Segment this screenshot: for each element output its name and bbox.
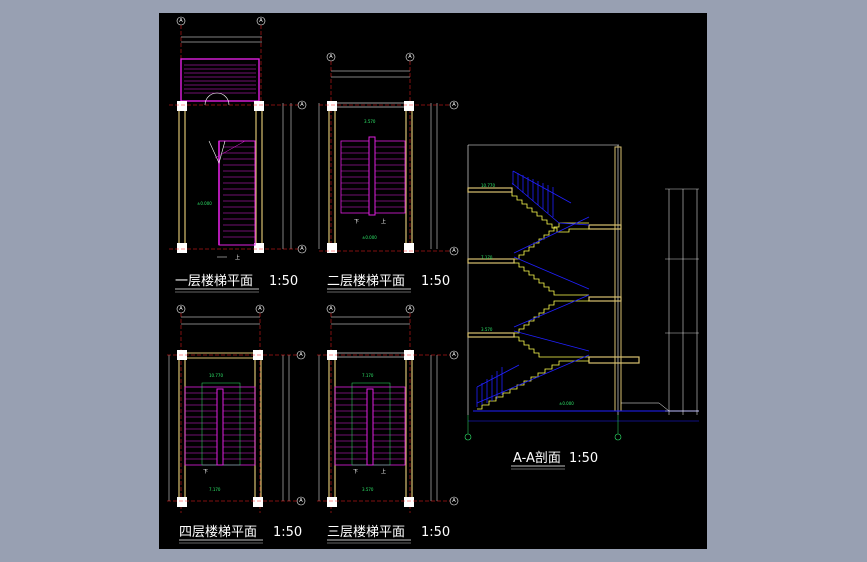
level-mark: ±0.000 bbox=[197, 201, 212, 206]
plan-title: 三层楼梯平面 bbox=[327, 525, 405, 540]
level-mark: 10.770 bbox=[481, 183, 495, 188]
plan-first-floor: A A bbox=[169, 16, 307, 293]
walk-label-up: 上 bbox=[235, 254, 240, 261]
axis-label: A bbox=[452, 102, 456, 108]
level-mark: 10.770 bbox=[209, 373, 223, 378]
plan-third-floor: A A 7.170 3.570 下 上 A bbox=[317, 304, 459, 544]
axis-label: A bbox=[329, 306, 333, 312]
level-mark: ±0.000 bbox=[559, 401, 574, 406]
plan-scale: 1:50 bbox=[421, 525, 450, 540]
plan-scale: 1:50 bbox=[421, 274, 450, 289]
axis-label: A bbox=[258, 306, 262, 312]
section-a-a: 10.770 7.170 3.570 ±0.000 A-A剖面 1:50 bbox=[464, 144, 699, 470]
axis-label: A bbox=[300, 246, 304, 252]
axis-label: A bbox=[452, 248, 456, 254]
level-mark: 7.170 bbox=[209, 487, 221, 492]
axis-label: A bbox=[452, 498, 456, 504]
axis-label: A bbox=[179, 306, 183, 312]
level-mark: 3.570 bbox=[481, 327, 493, 332]
axis-label: A bbox=[329, 54, 333, 60]
plan-title: 一层楼梯平面 bbox=[175, 274, 253, 289]
axis-label: A bbox=[299, 352, 303, 358]
axis-label: A bbox=[408, 54, 412, 60]
axis-label: A bbox=[259, 18, 263, 24]
plan-title: 四层楼梯平面 bbox=[179, 525, 257, 540]
cad-drawing: A A bbox=[167, 16, 699, 544]
drawing-sheet: A A bbox=[159, 13, 707, 549]
section-scale: 1:50 bbox=[569, 451, 598, 466]
plan-scale: 1:50 bbox=[273, 525, 302, 540]
level-mark: 3.570 bbox=[362, 487, 374, 492]
axis-label: A bbox=[408, 306, 412, 312]
plan-second-floor: A A 3.570 ±0.000 下 上 A A bbox=[318, 52, 459, 293]
plan-scale: 1:50 bbox=[269, 274, 298, 289]
axis-label: A bbox=[300, 102, 304, 108]
level-mark: ±0.000 bbox=[362, 235, 377, 240]
walk-label-down: 下 bbox=[354, 219, 359, 225]
axis-label: A bbox=[452, 352, 456, 358]
walk-label-down: 下 bbox=[353, 469, 358, 475]
walk-label-up: 上 bbox=[381, 468, 386, 475]
plan-fourth-floor: A A 10.770 7.170 下 A A bbox=[167, 304, 306, 544]
level-mark: 7.170 bbox=[481, 255, 493, 260]
walk-label-up: 上 bbox=[381, 218, 386, 225]
level-mark: 3.570 bbox=[364, 119, 376, 124]
axis-label: A bbox=[179, 18, 183, 24]
section-title: A-A剖面 bbox=[513, 451, 561, 466]
axis-label: A bbox=[299, 498, 303, 504]
plan-title: 二层楼梯平面 bbox=[327, 274, 405, 289]
level-mark: 7.170 bbox=[362, 373, 374, 378]
walk-label-down: 下 bbox=[203, 469, 208, 475]
